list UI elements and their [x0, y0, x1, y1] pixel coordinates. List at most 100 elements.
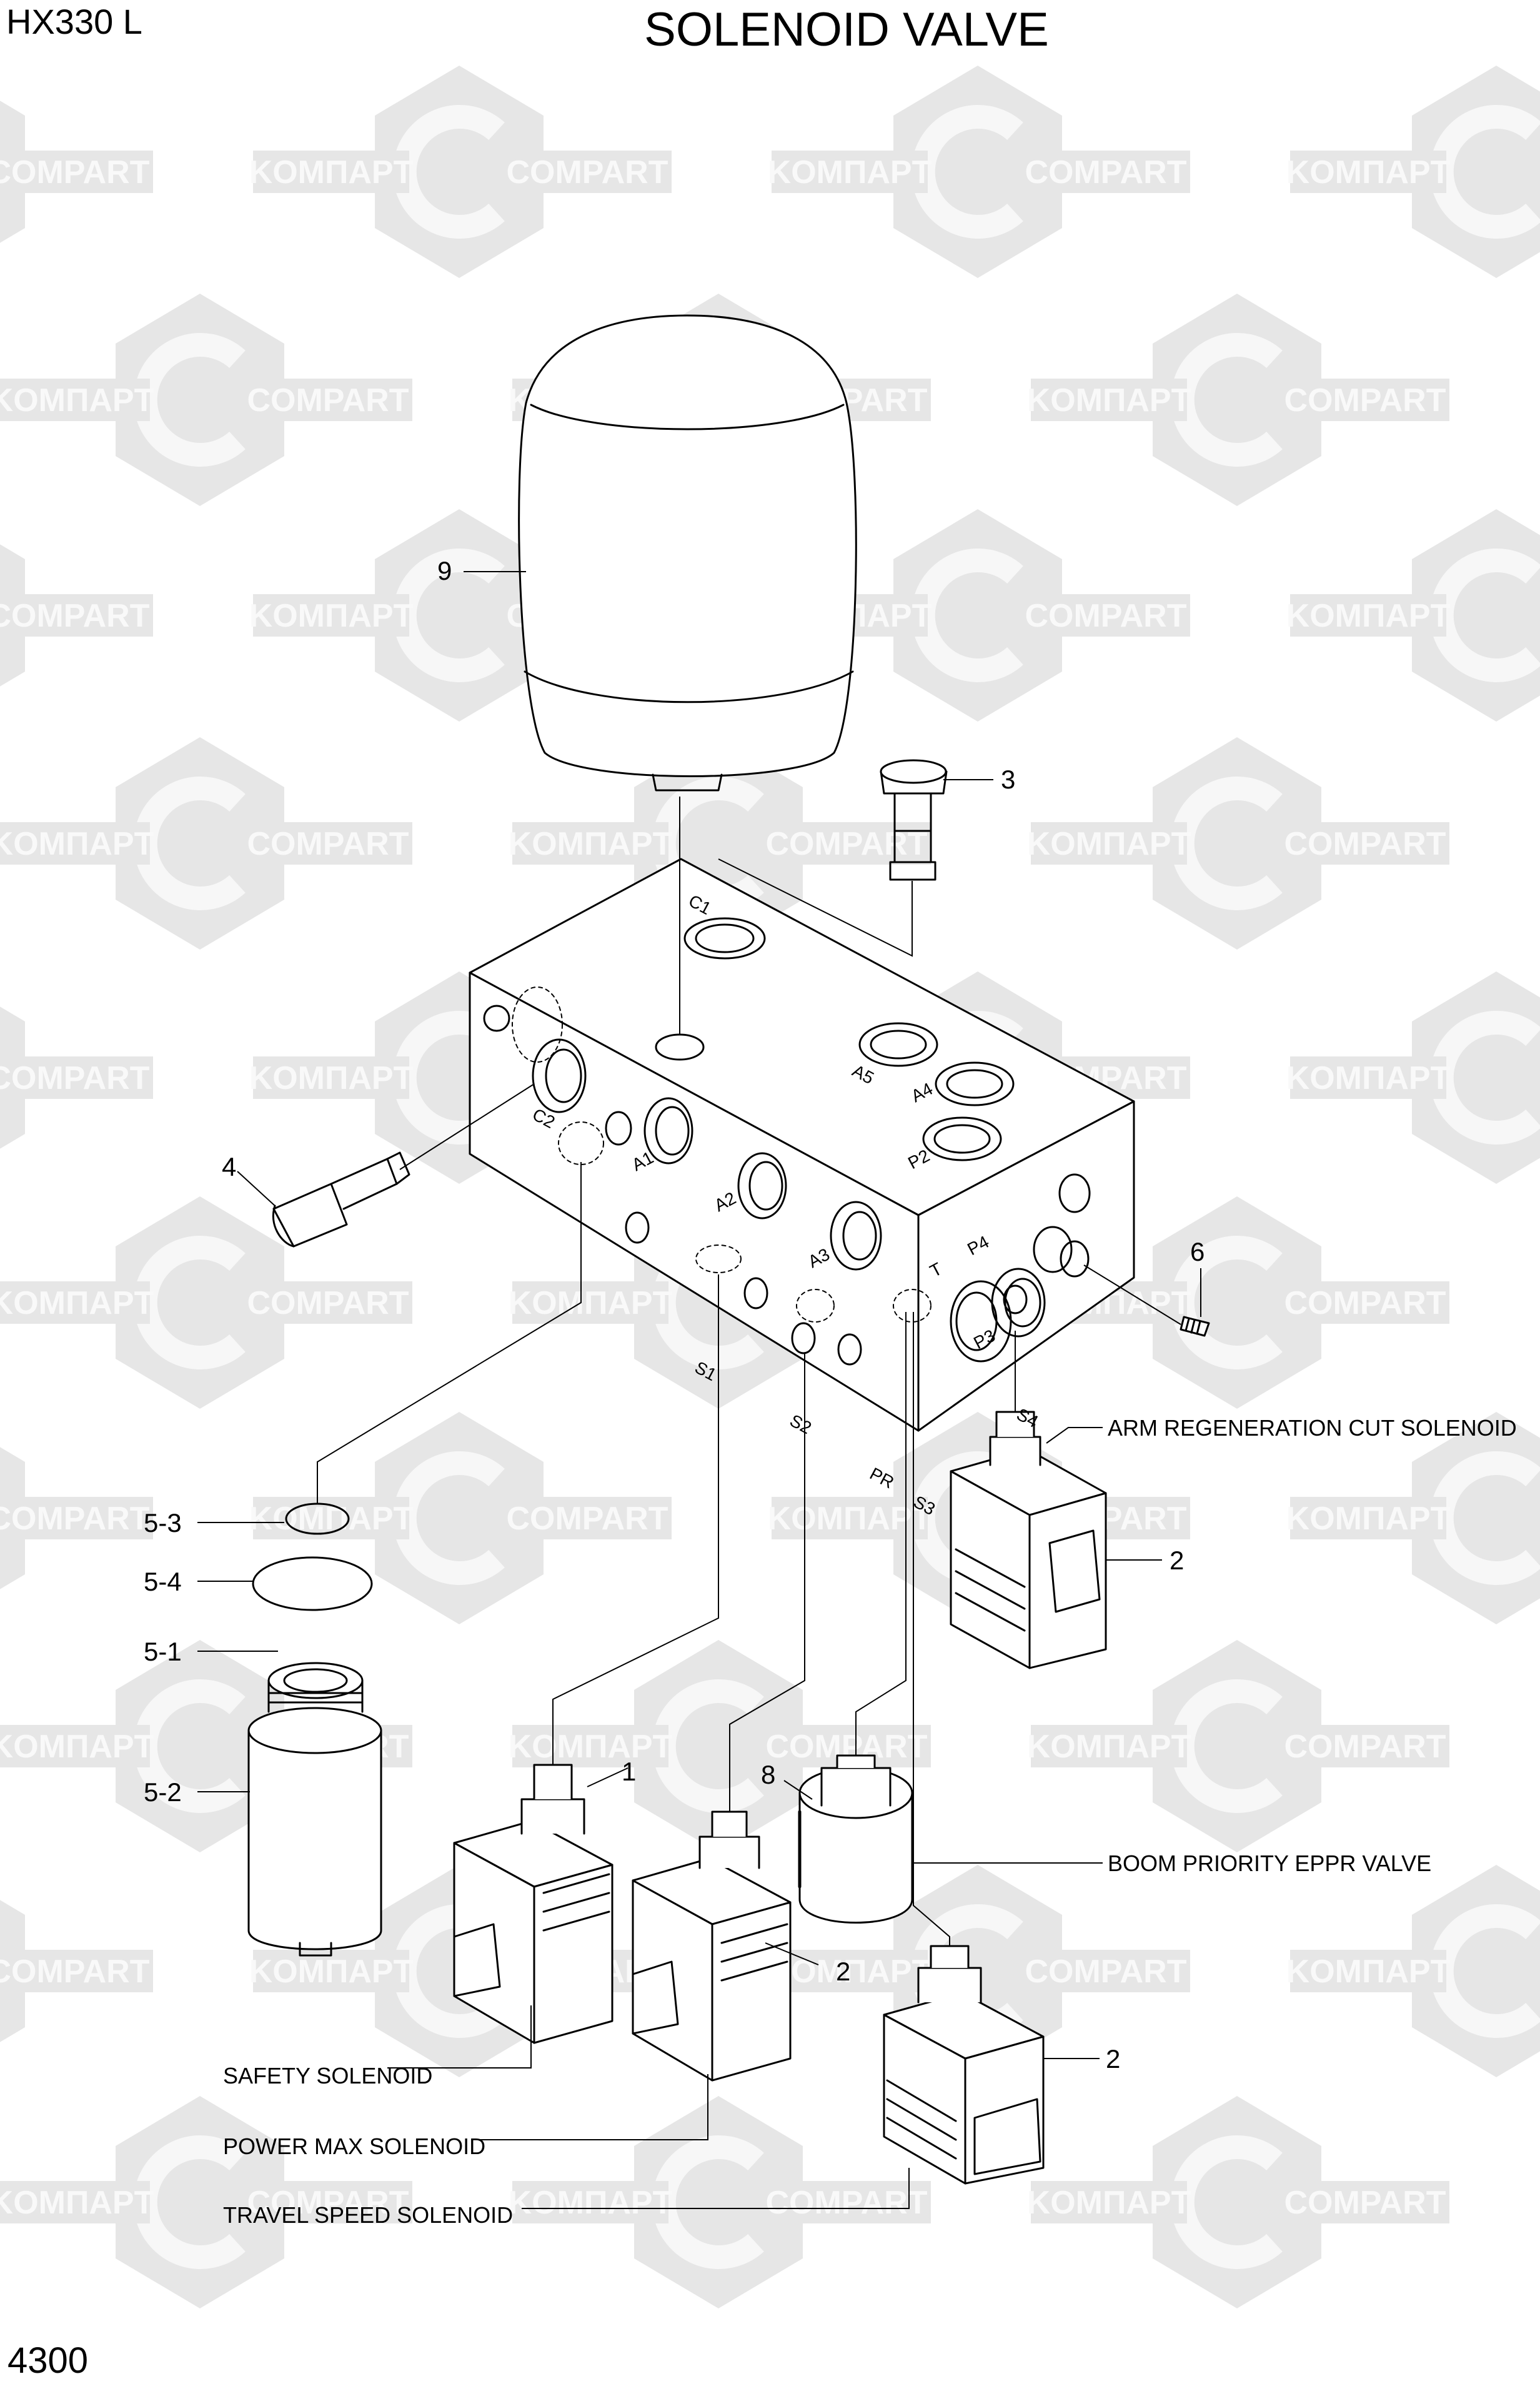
watermark-text: KOMПAPT [0, 2185, 154, 2221]
watermark-text: KOMПAPT [1027, 382, 1191, 419]
callout-6: 6 [1190, 1237, 1205, 1266]
watermark-text: KOMПAPT [509, 1285, 673, 1321]
watermark-tile: KOMПAPT COMPART [0, 1196, 412, 1409]
callout-8: 8 [761, 1760, 775, 1789]
watermark-text: COMPART [1025, 154, 1186, 191]
plug-part-4 [272, 1151, 410, 1248]
watermark-text: KOMПAPT [1027, 2185, 1191, 2221]
callout-5-3: 5-3 [144, 1508, 182, 1537]
callout-1: 1 [622, 1757, 636, 1786]
watermark-text: COMPART [247, 2185, 409, 2221]
watermark-text: KOMПAPT [0, 826, 154, 862]
valve-manifold-block [469, 858, 1135, 1432]
watermark-text: COMPART [765, 2185, 927, 2221]
watermark-text: KOMПAPT [768, 154, 932, 191]
filter-part-5 [247, 1662, 382, 1957]
watermark-tile: KOMПAPT COMPART [1027, 294, 1449, 506]
callout-3: 3 [1001, 765, 1015, 794]
watermark-text: COMPART [247, 382, 409, 419]
port-label-pr: PR [867, 1464, 897, 1493]
model-name: HX330 L [6, 2, 142, 41]
watermark-text: KOMПAPT [1286, 154, 1451, 191]
watermark-tile: KOMПAPT COMPART [509, 2096, 931, 2308]
o-ring-outlines [512, 986, 931, 1323]
o-ring-part-5-4 [252, 1556, 373, 1611]
watermark-tile: KOMПAPT COMPART [1027, 1640, 1449, 1852]
watermark: KOMПAPT COMPART KOMПAPT COMPART KOMПAPT COMPA… [0, 66, 1540, 2308]
watermark-text: KOMПAPT [249, 1954, 414, 1990]
solenoid-safety [453, 1764, 614, 2044]
watermark-text: COMPART [0, 1501, 150, 1537]
watermark-tile: KOMПAPT COMPART [249, 1412, 672, 1624]
watermark-text: COMPART [1284, 826, 1446, 862]
watermark-text: KOMПAPT [768, 1501, 932, 1537]
watermark-tile: KOMПAPT COMPART [1027, 737, 1449, 950]
watermark-text: KOMПAPT [1286, 598, 1451, 634]
watermark-text: KOMПAPT [1286, 1954, 1451, 1990]
watermark-text: KOMПAPT [1286, 1060, 1451, 1096]
leader-lines [197, 571, 1201, 2209]
watermark-text: COMPART [0, 1954, 150, 1990]
solenoid-power-max [632, 1810, 792, 2082]
watermark-text: COMPART [506, 1501, 668, 1537]
watermark-text: KOMПAPT [249, 1501, 414, 1537]
callout-2-power-max: 2 [836, 1957, 850, 1986]
watermark-text: KOMПAPT [249, 598, 414, 634]
watermark-text: COMPART [247, 1285, 409, 1321]
watermark-tile: KOMПAPT COMPART [768, 66, 1190, 278]
page-title: SOLENOID VALVE [644, 3, 1049, 56]
watermark-text: COMPART [0, 1060, 150, 1096]
solenoid-arm-regeneration [950, 1411, 1107, 1669]
watermark-text: KOMПAPT [768, 1954, 932, 1990]
label-safety-solenoid: SAFETY SOLENOID [223, 2063, 432, 2089]
watermark-text: COMPART [1284, 2185, 1446, 2221]
watermark-tile: KOMПAPT COMPART [1027, 2096, 1449, 2308]
watermark-text: KOMПAPT [0, 382, 154, 419]
watermark-text: KOMПAPT [1286, 1501, 1451, 1537]
watermark-text: KOMПAPT [509, 826, 673, 862]
watermark-tile: KOMПAPT COMPART [0, 294, 412, 506]
callout-2-travel-speed: 2 [1106, 2044, 1120, 2074]
label-arm-regeneration-cut-solenoid: ARM REGENERATION CUT SOLENOID [1108, 1415, 1517, 1441]
watermark-text: COMPART [247, 826, 409, 862]
watermark-text: KOMПAPT [249, 1060, 414, 1096]
watermark-text: COMPART [1284, 382, 1446, 419]
port-label-s2: S2 [787, 1411, 815, 1438]
watermark-tile: KOMПAPT COMPART [768, 1865, 1190, 2077]
watermark-text: COMPART [1025, 1954, 1186, 1990]
watermark-text: KOMПAPT [1027, 826, 1191, 862]
label-power-max-solenoid: POWER MAX SOLENOID [223, 2133, 485, 2159]
callout-2-arm-regeneration: 2 [1170, 1546, 1184, 1575]
watermark-tile: KOMПAPT COMPART [0, 2096, 412, 2308]
watermark-text: KOMПAPT [1027, 1729, 1191, 1765]
watermark-text: KOMПAPT [509, 2185, 673, 2221]
watermark-text: COMPART [1284, 1729, 1446, 1765]
watermark-text: KOMПAPT [0, 1285, 154, 1321]
watermark-text: KOMПAPT [0, 1729, 154, 1765]
plug-part-6 [1180, 1316, 1210, 1337]
label-travel-speed-solenoid: TRAVEL SPEED SOLENOID [223, 2202, 513, 2228]
watermark-text: COMPART [765, 826, 927, 862]
watermark-text: COMPART [506, 154, 668, 191]
callout-5-4: 5-4 [144, 1567, 182, 1596]
watermark-text: COMPART [0, 598, 150, 634]
callout-5-1: 5-1 [144, 1637, 182, 1666]
callout-4: 4 [222, 1152, 236, 1181]
watermark-tile: KOMПAPT COMPART [509, 737, 931, 950]
watermark-tile: KOMПAPT COMPART [0, 737, 412, 950]
watermark-text: KOMПAPT [509, 1729, 673, 1765]
eppr-valve-part-8 [798, 1754, 913, 1924]
watermark-text: COMPART [0, 154, 150, 191]
callout-5-2: 5-2 [144, 1777, 182, 1807]
